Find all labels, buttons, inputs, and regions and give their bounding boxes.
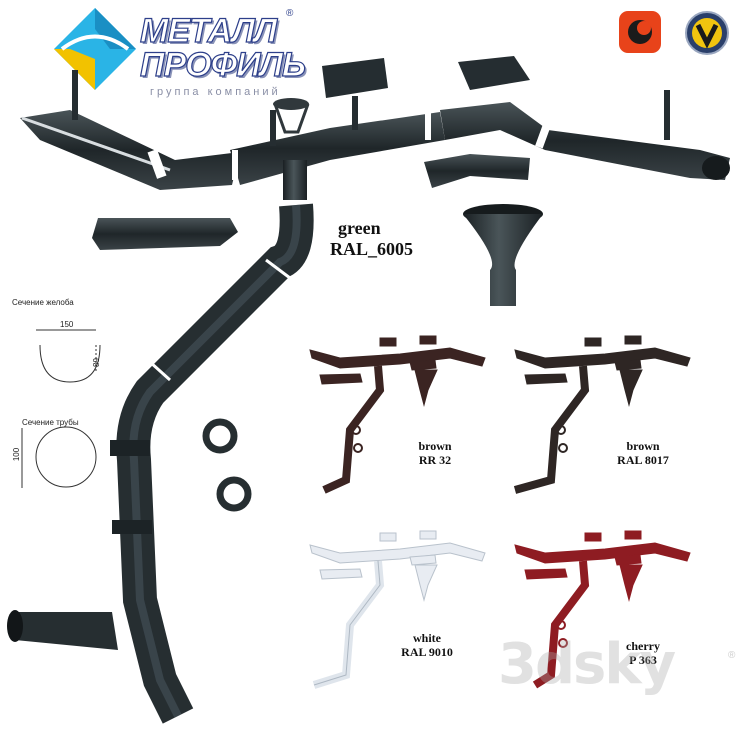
variant-color-code: RAL_6005 bbox=[330, 238, 414, 259]
brand-name-line1: МЕТАЛЛ bbox=[139, 12, 277, 50]
corona-render-icon bbox=[619, 11, 661, 53]
pipe-section-caption: Сечение трубы bbox=[22, 418, 79, 427]
brand-tagline: группа компаний bbox=[150, 86, 281, 98]
variant-color-code: RR 32 bbox=[418, 452, 452, 467]
variant-color-name: cherry bbox=[626, 639, 660, 653]
gutter-system-brown-rr32 bbox=[309, 335, 486, 494]
gutter-section-drawing bbox=[36, 329, 101, 383]
pipe-diameter-dimension: 100 bbox=[12, 447, 22, 462]
variant-color-name: green bbox=[338, 218, 381, 238]
variant-label-green: green RAL_6005 bbox=[330, 218, 413, 259]
gutter-system-white bbox=[309, 530, 486, 689]
variant-label-brown-rr32: brown RR 32 bbox=[400, 439, 470, 468]
gutter-system-cherry bbox=[514, 530, 691, 689]
pipe-section-drawing bbox=[21, 426, 97, 488]
gutter-depth-dimension: 89 bbox=[91, 358, 101, 367]
variant-color-code: RAL 9010 bbox=[401, 644, 453, 659]
variant-label-brown-ral8017: brown RAL 8017 bbox=[608, 439, 678, 468]
gutter-angle-piece bbox=[424, 154, 530, 188]
brand-name-line2: ПРОФИЛЬ bbox=[139, 46, 306, 84]
downpipe bbox=[7, 160, 314, 724]
brand-emblem-icon bbox=[54, 8, 136, 90]
vray-icon bbox=[685, 11, 729, 55]
brand-logo: МЕТАЛЛ ПРОФИЛЬ ® группа компаний bbox=[50, 4, 310, 104]
variant-label-white: white RAL 9010 bbox=[392, 631, 462, 660]
variant-color-name: brown bbox=[418, 439, 452, 453]
watermark-registered-mark: ® bbox=[728, 650, 736, 661]
gutter-section-caption: Сечение желоба bbox=[12, 298, 74, 307]
gutter-corner-piece bbox=[92, 218, 238, 250]
variant-color-code: P 363 bbox=[629, 652, 657, 667]
drain-funnel bbox=[463, 204, 543, 306]
brand-registered-mark: ® bbox=[286, 8, 294, 19]
gutter-left bbox=[20, 110, 240, 190]
variant-color-name: white bbox=[413, 631, 441, 645]
variant-color-code: RAL 8017 bbox=[617, 452, 669, 467]
gutter-right bbox=[440, 102, 730, 180]
gutter-brackets bbox=[72, 56, 670, 146]
pipe-clamps bbox=[202, 418, 252, 512]
leaf-guard bbox=[273, 98, 310, 134]
watermark-3dsky: 3dsky bbox=[498, 632, 676, 697]
gutter-center bbox=[230, 112, 445, 185]
gutter-width-dimension: 150 bbox=[60, 320, 74, 329]
gutter-system-brown-ral8017 bbox=[513, 335, 691, 494]
variant-color-name: brown bbox=[626, 439, 660, 453]
variant-label-cherry: cherry P 363 bbox=[608, 639, 678, 668]
